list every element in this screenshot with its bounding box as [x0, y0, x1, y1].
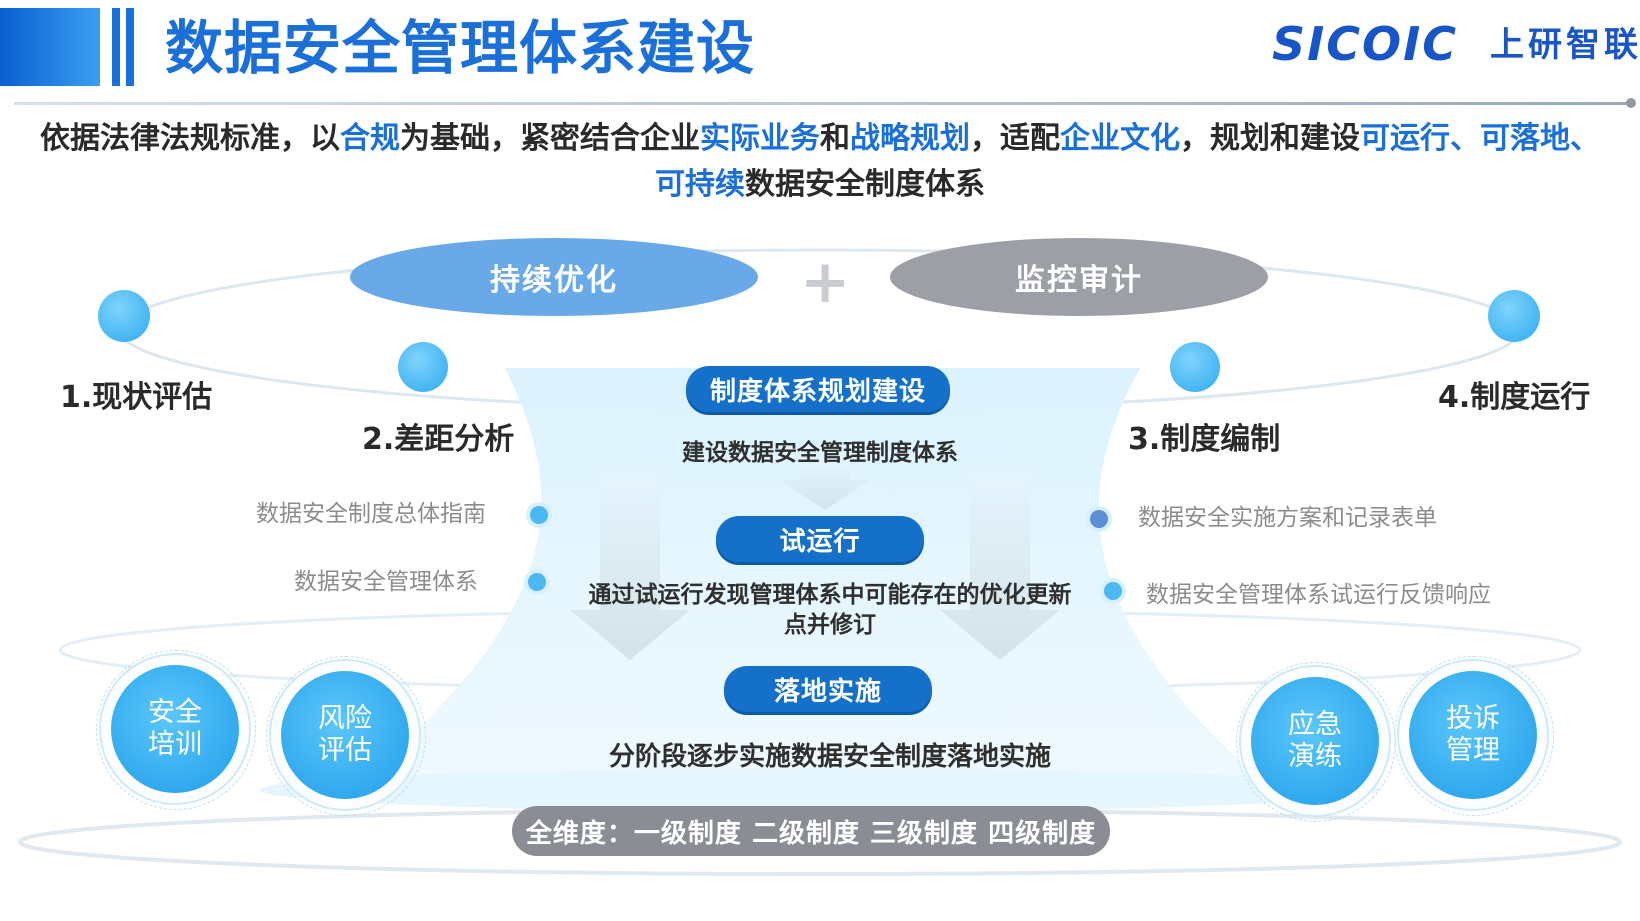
step3-dot — [1170, 342, 1220, 392]
badge-ring — [266, 656, 426, 816]
down-arrow-right — [940, 470, 1060, 660]
right-item-1: 数据安全实施方案和记录表单 — [1138, 505, 1437, 531]
badge-ring — [96, 650, 256, 810]
divider-end-dot — [1626, 98, 1636, 108]
intro-highlight: 企业文化 — [1060, 121, 1180, 156]
right-item-2-dot — [1104, 582, 1122, 600]
badge-emergency-drill: 应急 演练 — [1251, 677, 1379, 805]
stage-trial-pill: 试运行 — [716, 516, 924, 562]
intro-text: 和 — [820, 121, 850, 156]
header-block — [0, 8, 100, 86]
left-item-1-dot — [530, 506, 548, 524]
intro-text: ，规划和建设 — [1180, 121, 1360, 156]
intro-highlight: 合规 — [340, 121, 400, 156]
badge-text: 风险 — [318, 703, 372, 734]
badge-text: 投诉 — [1446, 703, 1500, 734]
intro-paragraph: 依据法律法规标准，以合规为基础，紧密结合企业实际业务和战略规划，适配企业文化，规… — [40, 116, 1600, 208]
stage-planning-desc: 建设数据安全管理制度体系 — [682, 440, 958, 466]
stage-trial-desc-line1: 通过试运行发现管理体系中可能存在的优化更新 — [588, 582, 1072, 608]
right-item-2: 数据安全管理体系试运行反馈响应 — [1146, 582, 1491, 608]
step3-label: 3.制度编制 — [1128, 422, 1281, 457]
intro-text: 数据安全制度体系 — [745, 167, 985, 202]
badge-text: 安全 — [148, 697, 202, 728]
oval-monitoring-audit: 监控审计 — [890, 238, 1268, 316]
badge-security-training: 安全 培训 — [111, 665, 239, 793]
page-title: 数据安全管理体系建设 — [165, 14, 756, 82]
intro-text: 依据法律法规标准，以 — [40, 121, 340, 156]
left-item-2-dot — [528, 573, 546, 591]
step4-dot — [1488, 290, 1540, 342]
badge-text: 管理 — [1446, 735, 1500, 766]
intro-highlight: 战略规划 — [850, 121, 970, 156]
step1-dot — [98, 290, 150, 342]
stage-implement-desc: 分阶段逐步实施数据安全制度落地实施 — [608, 742, 1051, 772]
down-arrow-left — [570, 470, 690, 660]
badge-text: 评估 — [318, 735, 372, 766]
header-bar-1 — [112, 8, 120, 86]
all-dimension-pill: 全维度：一级制度 二级制度 三级制度 四级制度 — [512, 806, 1110, 856]
left-item-2: 数据安全管理体系 — [294, 569, 478, 595]
left-item-1: 数据安全制度总体指南 — [256, 501, 486, 527]
down-arrow-center — [780, 460, 870, 510]
intro-text: ，适配 — [970, 121, 1060, 156]
platform-glow — [260, 768, 1380, 812]
header-bar-2 — [126, 8, 134, 86]
badge-text: 演练 — [1288, 741, 1342, 772]
stage-implement-pill: 落地实施 — [724, 666, 932, 712]
step1-label: 1.现状评估 — [60, 380, 213, 415]
badge-text: 培训 — [148, 729, 202, 760]
badge-text: 应急 — [1288, 709, 1342, 740]
badge-complaint-management: 投诉 管理 — [1409, 671, 1537, 799]
stage-planning-pill: 制度体系规划建设 — [686, 366, 950, 412]
right-item-1-dot — [1090, 510, 1108, 528]
logo-chinese: 上研智联 — [1490, 25, 1640, 65]
stage-trial-desc: 通过试运行发现管理体系中可能存在的优化更新 点并修订 — [560, 580, 1100, 640]
logo-text: SICOIC — [1272, 17, 1458, 71]
badge-ring — [1394, 656, 1554, 816]
funnel-shape — [360, 368, 1260, 780]
plus-icon: + — [800, 247, 851, 317]
step2-label: 2.差距分析 — [362, 422, 515, 457]
stage-trial-desc-line2: 点并修订 — [784, 612, 876, 638]
intro-text: 为基础，紧密结合企业 — [400, 121, 700, 156]
step4-label: 4.制度运行 — [1438, 380, 1591, 415]
intro-highlight: 实际业务 — [700, 121, 820, 156]
header-divider — [14, 102, 1634, 105]
badge-risk-assessment: 风险 评估 — [281, 671, 409, 799]
step2-dot — [398, 342, 448, 392]
oval-continuous-optimization: 持续优化 — [350, 238, 758, 316]
intro-highlight: 可运行、可落地、可持续 — [655, 121, 1600, 202]
